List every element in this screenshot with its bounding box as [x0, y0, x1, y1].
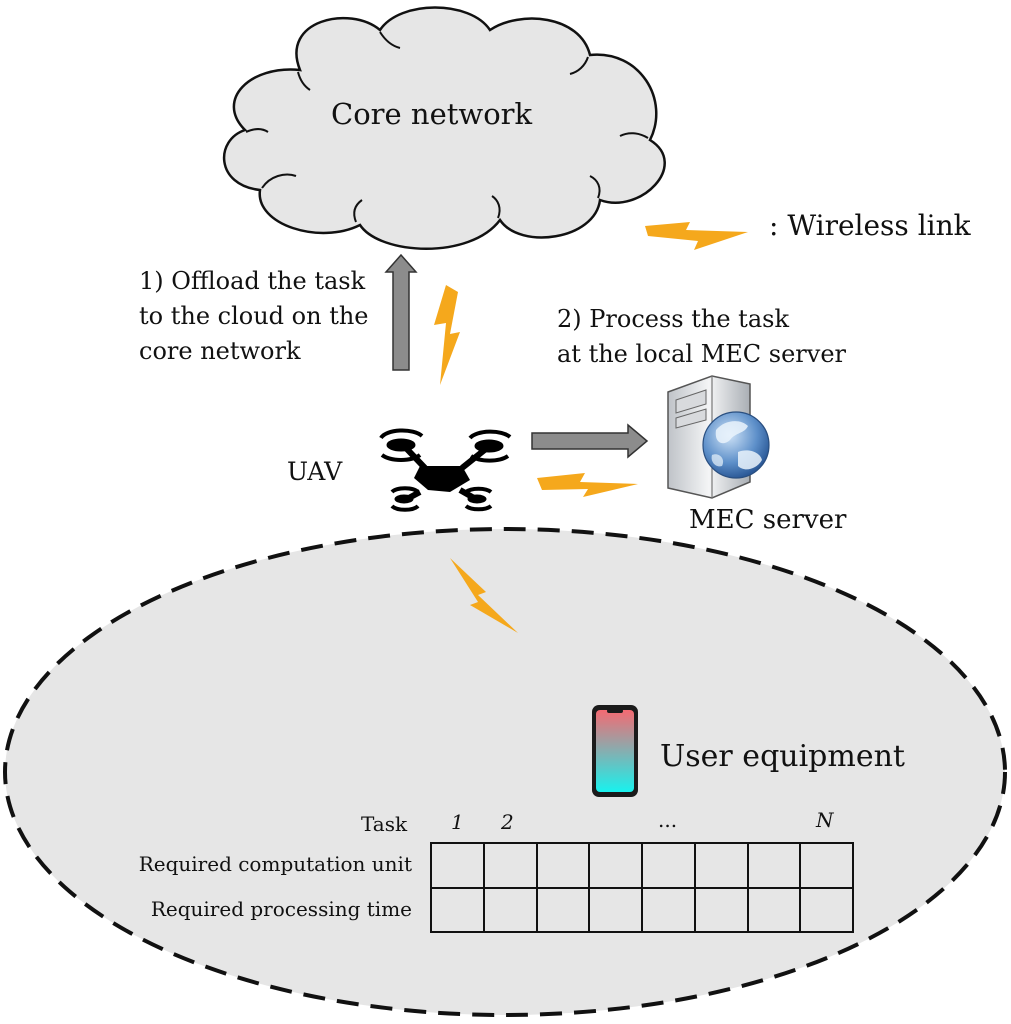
task-col-ellipsis: ... [658, 808, 678, 832]
mec-label: MEC server [689, 505, 847, 535]
uav-cloud-lightning-icon [434, 285, 460, 385]
task-table-grid [430, 842, 854, 933]
uav-ue-lightning-icon [450, 558, 518, 633]
core-network-cloud [222, 6, 666, 250]
task-label: Task [361, 812, 408, 836]
task-col-2: 2 [501, 810, 514, 834]
smartphone-icon [592, 705, 638, 797]
row-label-computation: Required computation unit [138, 852, 412, 876]
uav-label: UAV [287, 457, 343, 486]
process-arrow [531, 423, 649, 459]
ue-label: User equipment [660, 739, 905, 774]
legend-label: : Wireless link [769, 209, 971, 242]
process-text: 2) Process the task at the local MEC ser… [557, 305, 847, 368]
task-col-1: 1 [451, 810, 464, 834]
legend-lightning-icon [645, 222, 748, 250]
server-globe-icon [667, 375, 770, 499]
coverage-zone [3, 527, 1007, 1017]
offload-text: 1) Offload the task to the cloud on the … [139, 267, 369, 365]
task-col-n: N [816, 808, 834, 832]
uav-mec-lightning-icon [537, 473, 638, 497]
row-label-processing-time: Required processing time [150, 897, 412, 921]
offload-arrow [384, 253, 418, 371]
drone-icon [379, 428, 512, 512]
cloud-label: Core network [331, 97, 533, 131]
